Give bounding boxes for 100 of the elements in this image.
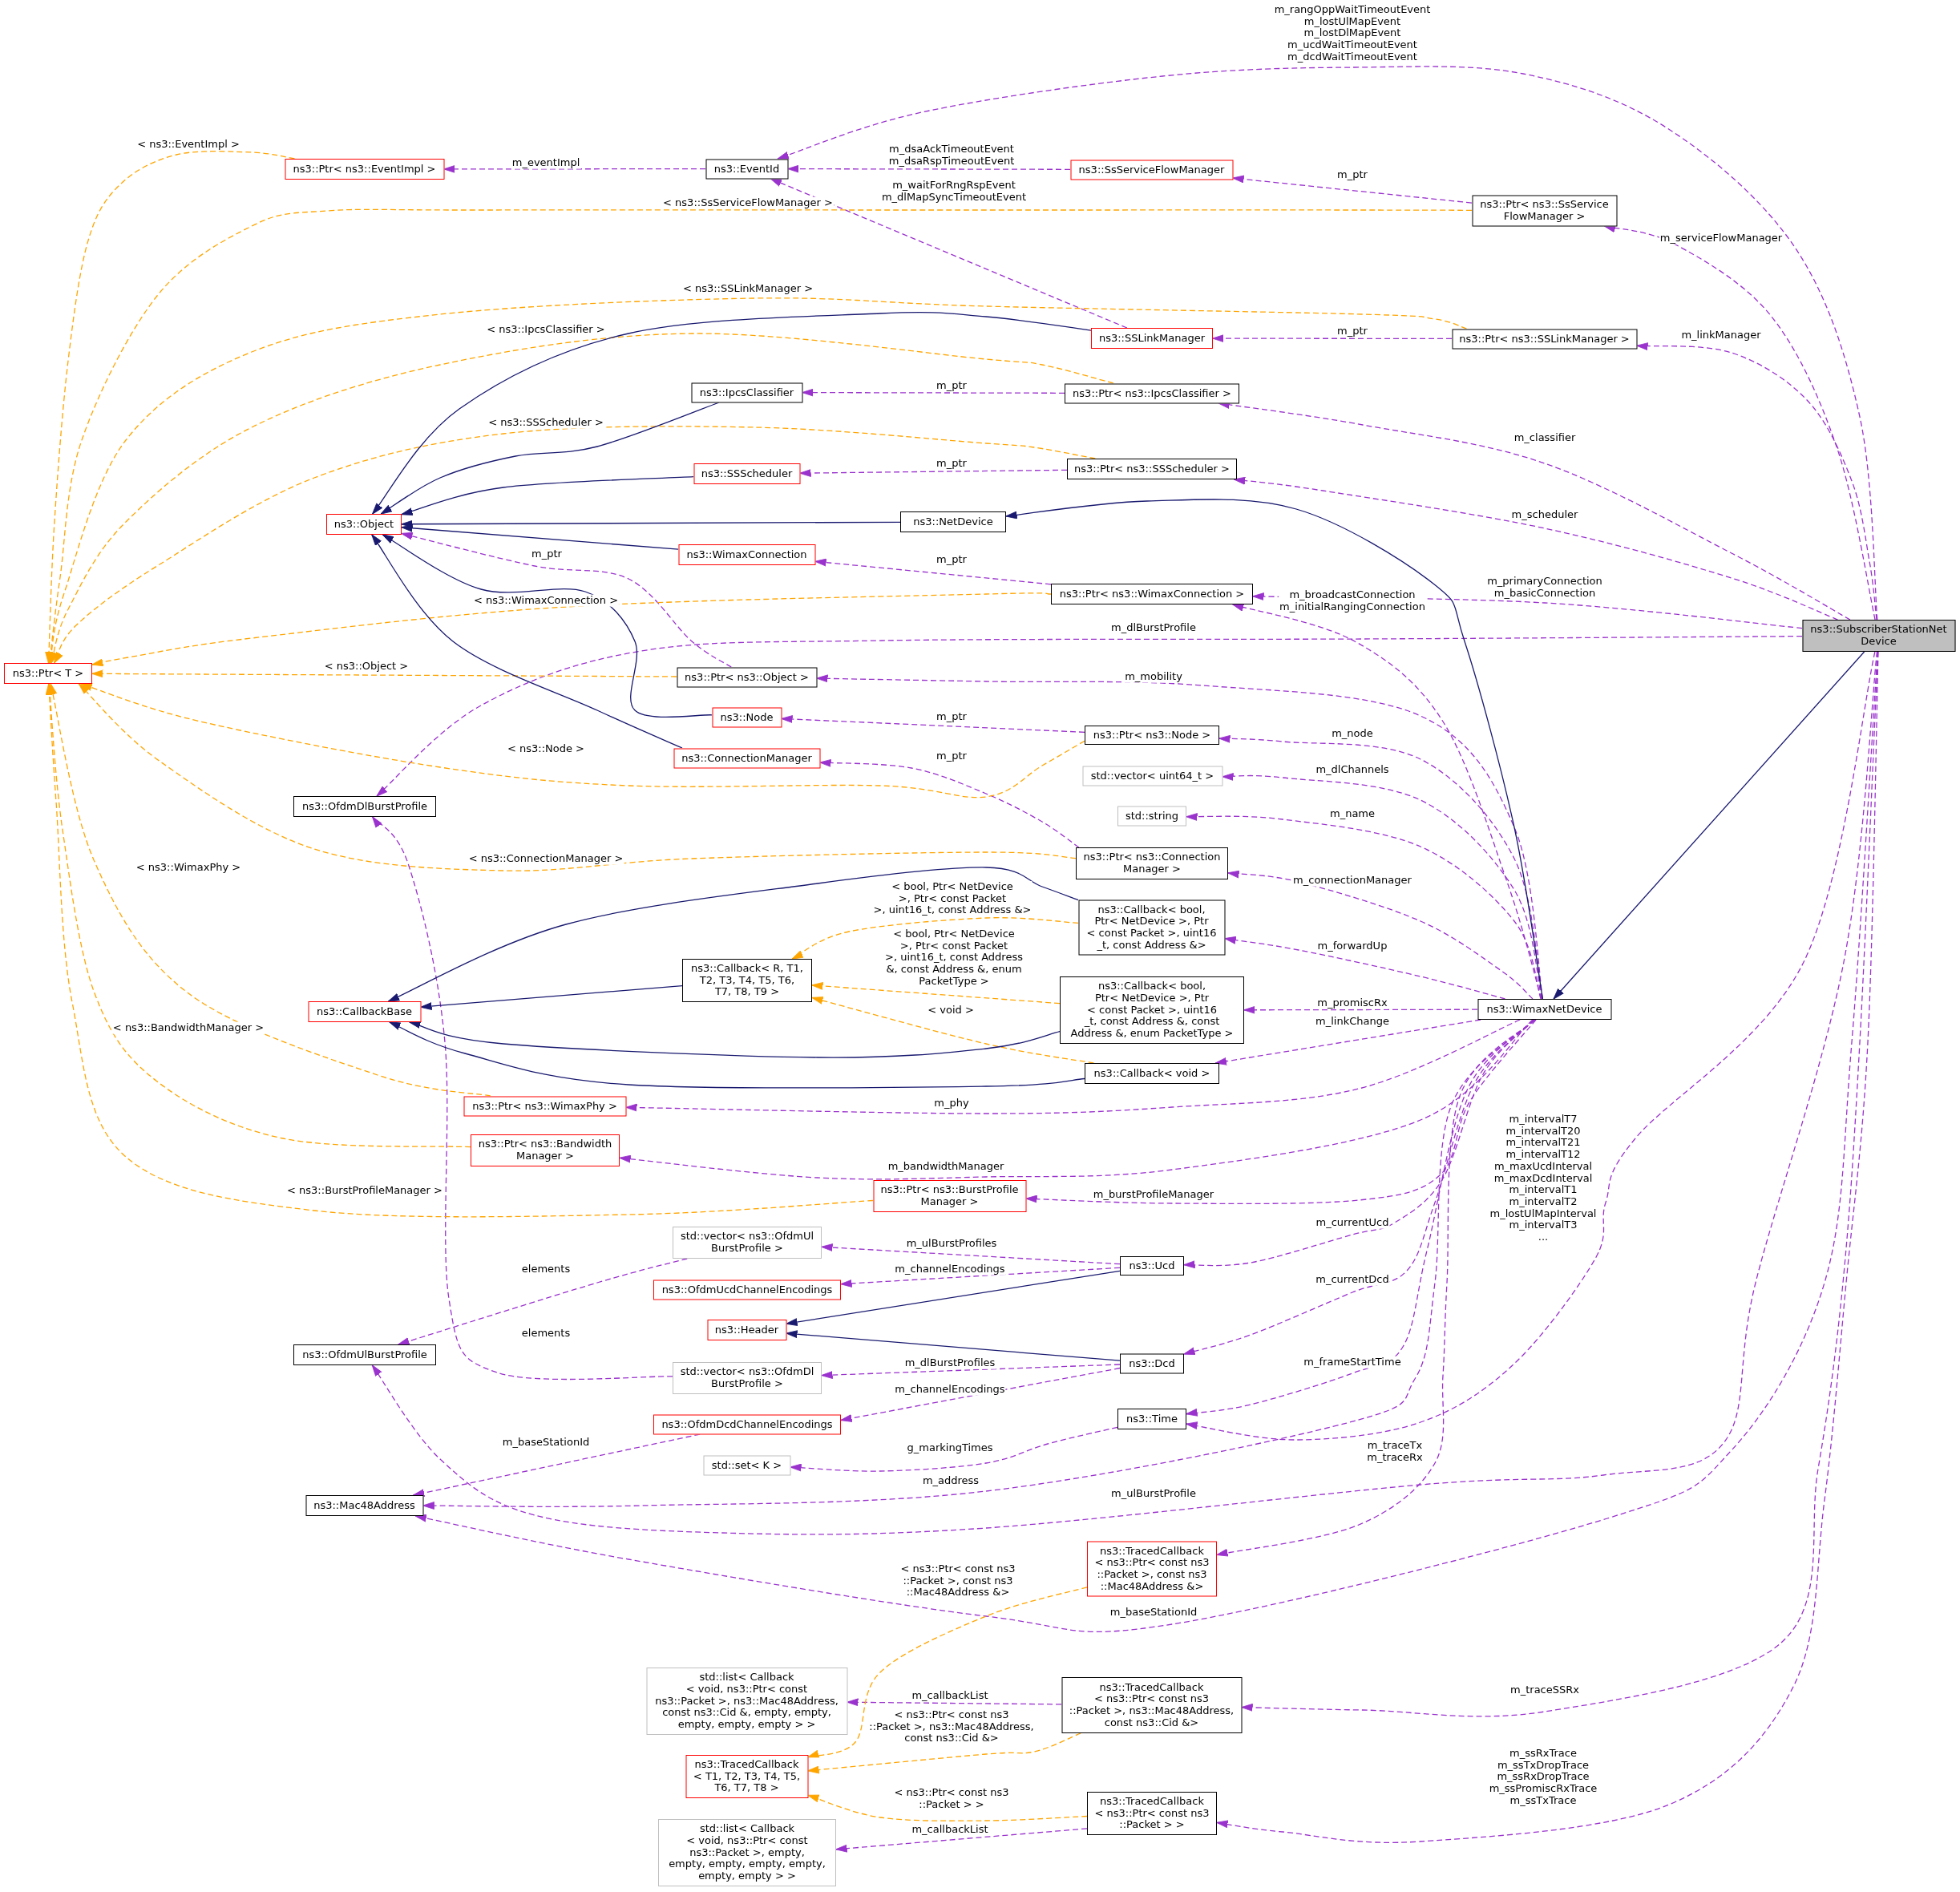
- dashed-arrow: [790, 1426, 1118, 1472]
- dashed-arrow: [53, 426, 1096, 664]
- edge-label: m_ptr: [936, 553, 968, 566]
- arrow: [409, 1021, 1061, 1058]
- class-box: [293, 1344, 436, 1365]
- edge-label: m_classifier: [1513, 431, 1577, 444]
- edge-label: m_rangOppWaitTimeoutEvent m_lostUlMapEvent m_lostDlMapEvent m_ucdWaitTimeoutEvent m_dcdWaitTimeoutEvent: [1273, 4, 1432, 63]
- class-box: [1067, 459, 1237, 479]
- class-box: [705, 159, 788, 179]
- class-box: [703, 1455, 790, 1475]
- class-name: ns3::Callback< R, T1, T2, T3, T4, T5, T6, T7, T8, T9 >: [691, 962, 803, 999]
- class-box: [1061, 1677, 1242, 1733]
- class-box: [1452, 329, 1637, 349]
- edge-label: m_ptr: [936, 750, 968, 762]
- dashed-arrow: [619, 1019, 1534, 1180]
- edge-label: < ns3::ConnectionManager >: [467, 852, 624, 865]
- arrow: [387, 867, 1079, 1002]
- edge-label: < bool, Ptr< NetDevice >, Ptr< const Packet >, uint16_t, const Address &, const Address &, enum PacketType >: [884, 928, 1024, 988]
- dashed-arrow: [371, 816, 673, 1381]
- class-box: [4, 663, 92, 684]
- dashed-arrow: [1233, 476, 1839, 621]
- dashed-arrow: [840, 1367, 1121, 1422]
- edge-label: m_ulBurstProfiles: [905, 1237, 998, 1250]
- dashed-arrow: [840, 1267, 1121, 1288]
- dashed-arrow: [835, 1828, 1088, 1853]
- class-box: [1120, 1256, 1184, 1275]
- edge-label: m_callbackList: [911, 1823, 989, 1836]
- arrow: [382, 534, 713, 718]
- edge-label: m_ptr: [1336, 325, 1368, 338]
- class-box: [707, 1320, 786, 1340]
- class-name: ns3::Ptr< ns3::Object >: [685, 671, 809, 683]
- class-box: [1085, 726, 1219, 745]
- class-box: [285, 159, 444, 180]
- class-name: ns3::Ptr< ns3::WimaxConnection >: [1059, 588, 1245, 600]
- class-name: ns3::Ptr< ns3::EventImpl >: [293, 163, 436, 176]
- class-box: [1802, 620, 1955, 652]
- dashed-arrow: [802, 388, 1065, 397]
- class-box: [1082, 766, 1222, 786]
- dashed-arrow: [847, 1698, 1062, 1707]
- dashed-arrow: [814, 558, 1052, 585]
- class-box: [1472, 195, 1617, 226]
- class-name: ns3::OfdmUcdChannelEncodings: [661, 1284, 833, 1296]
- dashed-arrow: [791, 917, 1079, 960]
- edge-label: < ns3::SSScheduler >: [487, 416, 604, 429]
- class-box: [873, 1180, 1026, 1212]
- dashed-arrow: [376, 635, 1803, 797]
- class-name: ns3::Ptr< ns3::Node >: [1093, 729, 1211, 742]
- dashed-arrow: [1183, 1019, 1535, 1269]
- class-name: ns3::Ptr< ns3::SsService FlowManager >: [1480, 198, 1609, 223]
- dashed-arrow: [781, 715, 1085, 733]
- dashed-arrow: [811, 997, 1094, 1064]
- class-name: ns3::WimaxConnection: [686, 548, 807, 561]
- class-name: ns3::SSLinkManager: [1098, 332, 1206, 345]
- class-box: [682, 959, 812, 1002]
- arrow: [371, 534, 683, 749]
- class-box: [900, 511, 1006, 532]
- class-name: ns3::SsServiceFlowManager: [1078, 164, 1225, 176]
- edge-label: m_channelEncodings: [894, 1383, 1006, 1396]
- dashed-arrow: [398, 1258, 688, 1345]
- class-name: std::vector< ns3::OfdmDl BurstProfile >: [680, 1366, 814, 1390]
- edge-label: m_channelEncodings: [894, 1263, 1006, 1275]
- arrow: [420, 984, 683, 1010]
- edge-label: m_mobility: [1124, 670, 1183, 683]
- class-box: [1091, 328, 1213, 349]
- edge-label: m_linkChange: [1315, 1015, 1390, 1028]
- edge-label: m_ptr: [936, 379, 968, 392]
- dashed-arrow: [80, 683, 1085, 798]
- class-box: [305, 1495, 423, 1516]
- edge-label: m_linkManager: [1680, 329, 1762, 342]
- edge-label: m_burstProfileManager: [1092, 1188, 1215, 1201]
- class-name: ns3::Time: [1126, 1413, 1178, 1425]
- class-box: [471, 1134, 620, 1166]
- class-name: ns3::EventId: [713, 163, 780, 175]
- class-name: ns3::Ptr< ns3::SSScheduler >: [1074, 463, 1230, 475]
- dashed-arrow: [46, 208, 1473, 664]
- class-name: ns3::Ptr< ns3::IpcsClassifier >: [1073, 387, 1231, 399]
- class-name: ns3::Dcd: [1129, 1357, 1175, 1369]
- edge-label: m_address: [921, 1474, 980, 1487]
- edge-label: m_eventImpl: [511, 156, 581, 169]
- class-name: ns3::NetDevice: [913, 515, 993, 528]
- edge-label: m_currentUcd: [1315, 1216, 1390, 1229]
- dashed-arrow: [807, 1794, 1088, 1821]
- class-name: ns3::Object: [333, 518, 394, 531]
- dashed-arrow: [1636, 342, 1877, 621]
- class-name: ns3::TracedCallback < ns3::Ptr< const ns3 ::Packet >, const ns3 ::Mac48Address &>: [1094, 1545, 1210, 1592]
- edge-label: m_primaryConnection m_basicConnection: [1486, 576, 1603, 600]
- dashed-arrow: [777, 66, 1878, 621]
- dashed-arrow: [49, 683, 491, 1097]
- edge-label: m_waitForRngRspEvent m_dlMapSyncTimeoutEvent: [880, 180, 1028, 204]
- class-box: [653, 1414, 841, 1434]
- dashed-arrow: [787, 164, 1071, 173]
- class-name: ns3::Ptr< ns3::BurstProfile Manager >: [880, 1184, 1019, 1208]
- class-name: std::list< Callback < void, ns3::Ptr< const ns3::Packet >, empty, empty, empty, empty, empty, empty, empty > >: [669, 1823, 826, 1882]
- class-box: [1117, 806, 1186, 826]
- class-name: ns3::SubscriberStationNet Device: [1810, 624, 1947, 648]
- dashed-arrow: [1224, 936, 1506, 1000]
- class-name: std::string: [1125, 810, 1179, 822]
- edge-label: m_ptr: [531, 548, 563, 560]
- class-name: ns3::TracedCallback < ns3::Ptr< const ns3 ::Packet > >: [1094, 1795, 1210, 1832]
- class-box: [1087, 1792, 1217, 1835]
